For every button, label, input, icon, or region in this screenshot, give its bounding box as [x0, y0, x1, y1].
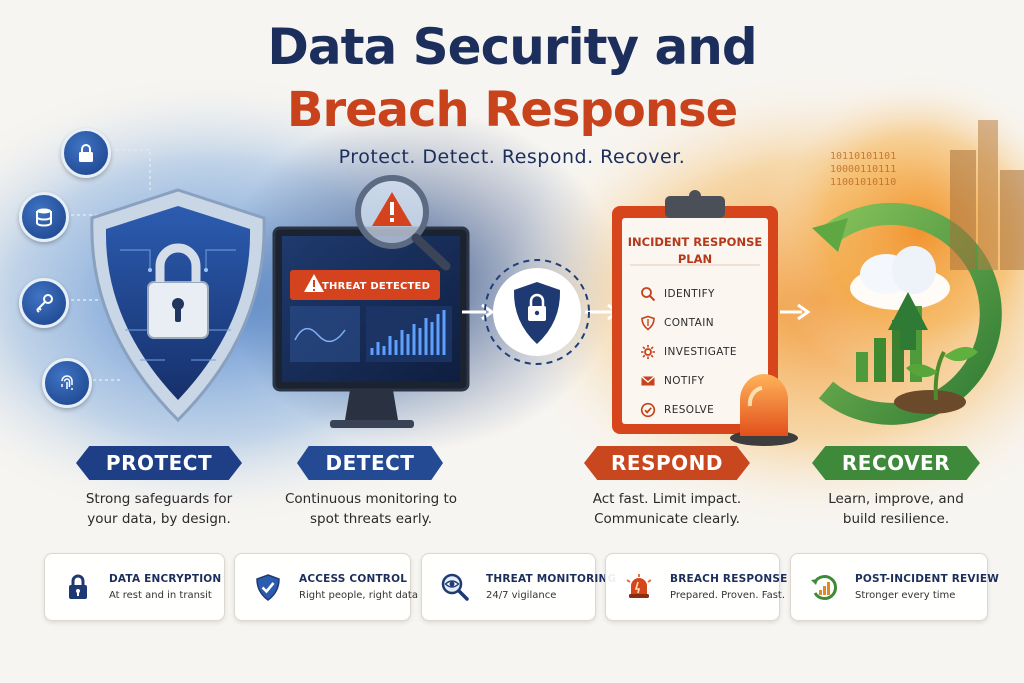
stage-description-detect: Continuous monitoring to spot threats ea… [266, 489, 476, 529]
plan-step-label: INVESTIGATE [664, 345, 737, 358]
card-icon-wrap [247, 566, 289, 608]
card-text: ACCESS CONTROL Right people, right data [299, 573, 418, 601]
stage-description-line: your data, by design. [87, 511, 231, 527]
card-breach-response: BREACH RESPONSE Prepared. Proven. Fast. [605, 553, 787, 621]
card-subtitle: Prepared. Proven. Fast. [670, 590, 786, 601]
plan-step-label: NOTIFY [664, 374, 705, 387]
side-icon-key [19, 278, 69, 328]
magnifier-icon [641, 286, 656, 301]
binary-line: 10000110111 [830, 164, 897, 175]
card-text: POST-INCIDENT REVIEW Stronger every time [855, 573, 999, 601]
envelope-icon [641, 375, 655, 385]
side-icon-database [19, 192, 69, 242]
side-icon-lock [61, 128, 111, 178]
card-text: THREAT MONITORING 24/7 vigilance [486, 573, 616, 601]
city-silhouette [950, 120, 1024, 270]
plan-step-label: CONTAIN [664, 316, 714, 329]
stage-description-line: Strong safeguards for [85, 491, 233, 507]
stage-banner-detect: DETECT [297, 446, 443, 480]
side-icon-fingerprint [42, 358, 92, 408]
center-shield-badge [484, 259, 590, 365]
card-title: BREACH RESPONSE [670, 573, 788, 585]
stage-description-recover: Learn, improve, and build resilience. [793, 489, 999, 529]
stage-description-line: Communicate clearly. [594, 511, 740, 527]
shield-icon [641, 315, 655, 331]
key-icon [36, 294, 53, 313]
binary-line: 10110101101 [830, 151, 897, 162]
lock-icon [79, 144, 93, 162]
plan-step-resolve: RESOLVE [640, 395, 770, 424]
card-subtitle: 24/7 vigilance [486, 590, 557, 601]
stage-description-protect: Strong safeguards for your data, by desi… [56, 489, 262, 529]
stage-description-line: spot threats early. [310, 511, 432, 527]
checkmark-icon [640, 402, 656, 417]
plan-step-contain: CONTAIN [640, 308, 770, 337]
stage-description-line: Act fast. Limit impact. [592, 491, 742, 507]
card-threat-monitoring: THREAT MONITORING 24/7 vigilance [421, 553, 616, 621]
binary-line: 11001010110 [830, 177, 897, 188]
plan-step-label: IDENTIFY [664, 287, 715, 300]
database-icon [36, 208, 52, 227]
stage-description-line: Continuous monitoring to [284, 491, 458, 507]
card-subtitle: Stronger every time [855, 590, 956, 601]
title-line-2: Breach Response [286, 82, 738, 138]
plan-step-list: IDENTIFY CONTAIN INVESTIGATE NOTIFY RESO… [640, 279, 770, 424]
stage-description-respond: Act fast. Limit impact. Communicate clea… [564, 489, 770, 529]
card-title: ACCESS CONTROL [299, 573, 408, 585]
card-post-incident-review: POST-INCIDENT REVIEW Stronger every time [790, 553, 999, 621]
plan-title: INCIDENT RESPONSE PLAN [627, 235, 763, 266]
card-icon-wrap [434, 566, 476, 608]
title-line-1: Data Security and [267, 18, 757, 76]
fingerprint-icon [61, 375, 73, 390]
card-icon-wrap [618, 566, 660, 608]
stage-banner-respond: RESPOND [584, 446, 750, 480]
card-subtitle: Right people, right data [299, 590, 418, 601]
alarm-bell-icon [626, 574, 652, 598]
card-title: DATA ENCRYPTION [109, 573, 222, 585]
card-icon-wrap [803, 566, 845, 608]
tagline: Protect. Detect. Respond. Recover. [338, 146, 686, 168]
card-subtitle: At rest and in transit [109, 590, 212, 601]
detect-monitor [272, 175, 470, 428]
shield-check-icon [256, 574, 280, 601]
card-text: DATA ENCRYPTION At rest and in transit [109, 573, 221, 601]
stage-banner-recover: RECOVER [812, 446, 980, 480]
stage-description-line: Learn, improve, and [828, 491, 964, 507]
threat-detected-label: THREAT DETECTED [322, 281, 431, 292]
card-data-encryption: DATA ENCRYPTION At rest and in transit [44, 553, 225, 621]
plan-step-identify: IDENTIFY [640, 279, 770, 308]
incident-clipboard [612, 190, 798, 446]
gear-icon [641, 344, 655, 359]
card-access-control: ACCESS CONTROL Right people, right data [234, 553, 418, 621]
plan-step-investigate: INVESTIGATE [640, 337, 770, 366]
stage-description-line: build resilience. [842, 511, 950, 527]
binary-stream: 10110101101 10000110111 11001010110 [830, 150, 896, 189]
recover-cycle [812, 202, 1002, 425]
plan-step-notify: NOTIFY [640, 366, 770, 395]
card-icon-wrap [57, 566, 99, 608]
eye-magnifier-icon [441, 573, 469, 601]
card-title: THREAT MONITORING [486, 573, 617, 585]
card-text: BREACH RESPONSE Prepared. Proven. Fast. [670, 573, 788, 601]
padlock-icon [69, 574, 87, 599]
stage-banner-protect: PROTECT [76, 446, 242, 480]
growth-cycle-icon [811, 575, 837, 600]
card-title: POST-INCIDENT REVIEW [855, 573, 1000, 585]
plan-step-label: RESOLVE [664, 403, 715, 416]
protect-shield [90, 188, 266, 423]
